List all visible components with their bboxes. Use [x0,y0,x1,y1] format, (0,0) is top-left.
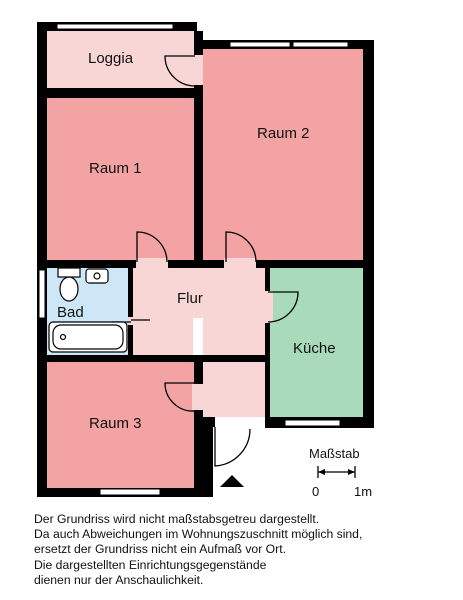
scale-zero: 0 [312,484,319,499]
disclaimer-text: Der Grundriss wird nicht maßstabsgetreu … [34,512,454,588]
kueche-area [270,268,363,417]
raum1-area [46,98,194,260]
bad-label: Bad [57,304,84,321]
loggia-area [46,31,194,88]
loggia-label: Loggia [88,50,134,67]
flur-entry-area [203,362,265,417]
disclaimer-line-3: ersetzt der Grundriss nicht ein Aufmaß v… [34,542,286,557]
door-swings [112,55,299,467]
bathroom-fixtures [48,267,128,353]
flur-area-lower [133,318,193,355]
flur-label: Flur [177,290,203,307]
flur-area-right [203,318,265,355]
disclaimer-line-5: dienen nur der Anschaulichkeit. [34,572,204,587]
bad-door-gap [128,317,133,325]
scale-title: Maßstab [309,446,360,461]
raum2-label: Raum 2 [257,125,310,142]
flur-area [133,268,265,318]
disclaimer-line-1: Der Grundriss wird nicht maßstabsgetreu … [34,512,320,526]
front-door-gap [215,417,250,429]
disclaimer-line-4: Die dargestellten Einrichtungsgegenständ… [34,557,267,572]
kueche-label: Küche [293,340,336,357]
floor-plan: Loggia Raum 1 Raum 2 Bad Flur Küche Raum… [37,22,374,499]
windows [38,23,349,496]
entrance-arrow [220,475,244,487]
raum1-label: Raum 1 [89,160,142,177]
scale-bar: Maßstab 0 1m [309,446,372,499]
scale-one: 1m [354,484,372,499]
disclaimer-line-2: Da auch Abweichungen im Wohnungszuschnit… [34,527,363,542]
toilet-bowl [59,276,79,302]
raum2-area [203,48,363,260]
toilet-tank [57,267,81,278]
door-openings [136,55,273,410]
raum3-label: Raum 3 [89,415,142,432]
